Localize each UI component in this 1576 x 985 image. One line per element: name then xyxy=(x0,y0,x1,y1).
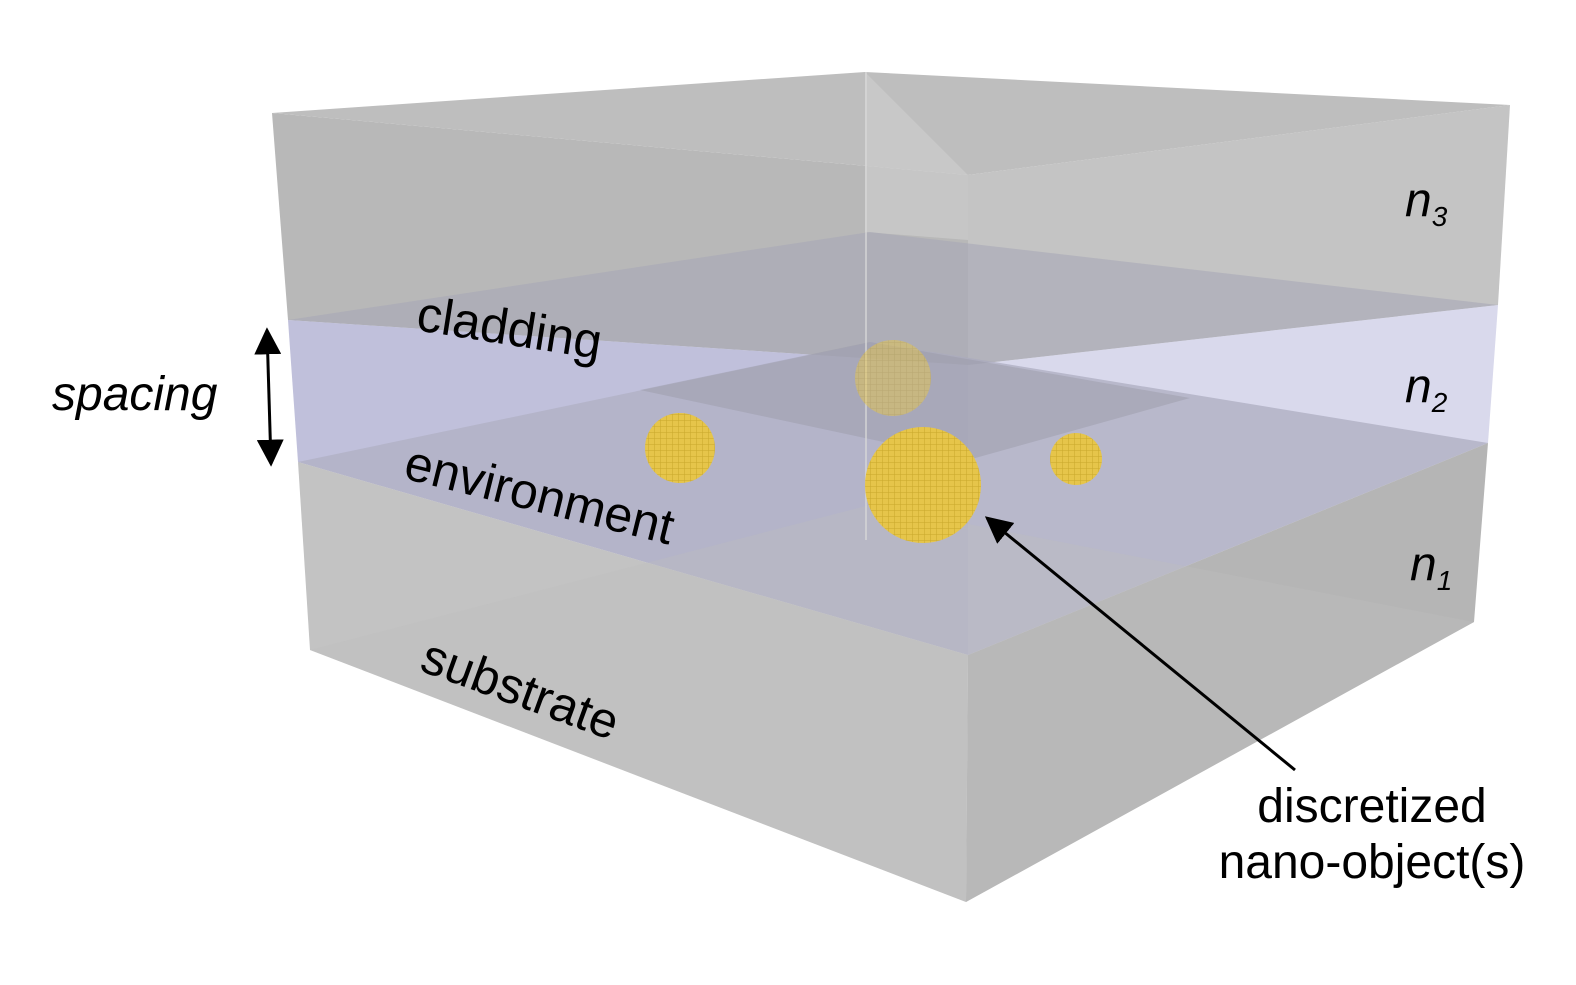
substrate-right-face xyxy=(966,443,1488,902)
spacing-label: spacing xyxy=(52,368,218,421)
cladding-inner-back xyxy=(865,72,968,240)
substrate-inner-shade xyxy=(310,505,1474,902)
substrate-layer xyxy=(298,443,1488,902)
environment-index-label: n2 xyxy=(1405,360,1448,418)
nano-objects xyxy=(645,340,1102,543)
nano-sphere-left xyxy=(645,413,715,483)
nano-object-label-line1: discretized xyxy=(1257,780,1486,833)
nano-sphere-center xyxy=(865,427,981,543)
spacing-arrow xyxy=(254,327,284,467)
nano-object-pointer-arrow xyxy=(984,516,1296,772)
environment-top-plane xyxy=(288,232,1498,365)
nano-sphere-back xyxy=(855,340,931,416)
substrate-index-label: n1 xyxy=(1410,538,1452,596)
substrate-left-face xyxy=(298,462,968,902)
cladding-index-label: n3 xyxy=(1405,174,1448,232)
nano-object-label-line2: nano-object(s) xyxy=(1219,836,1526,889)
nano-sphere-right xyxy=(1050,433,1102,485)
